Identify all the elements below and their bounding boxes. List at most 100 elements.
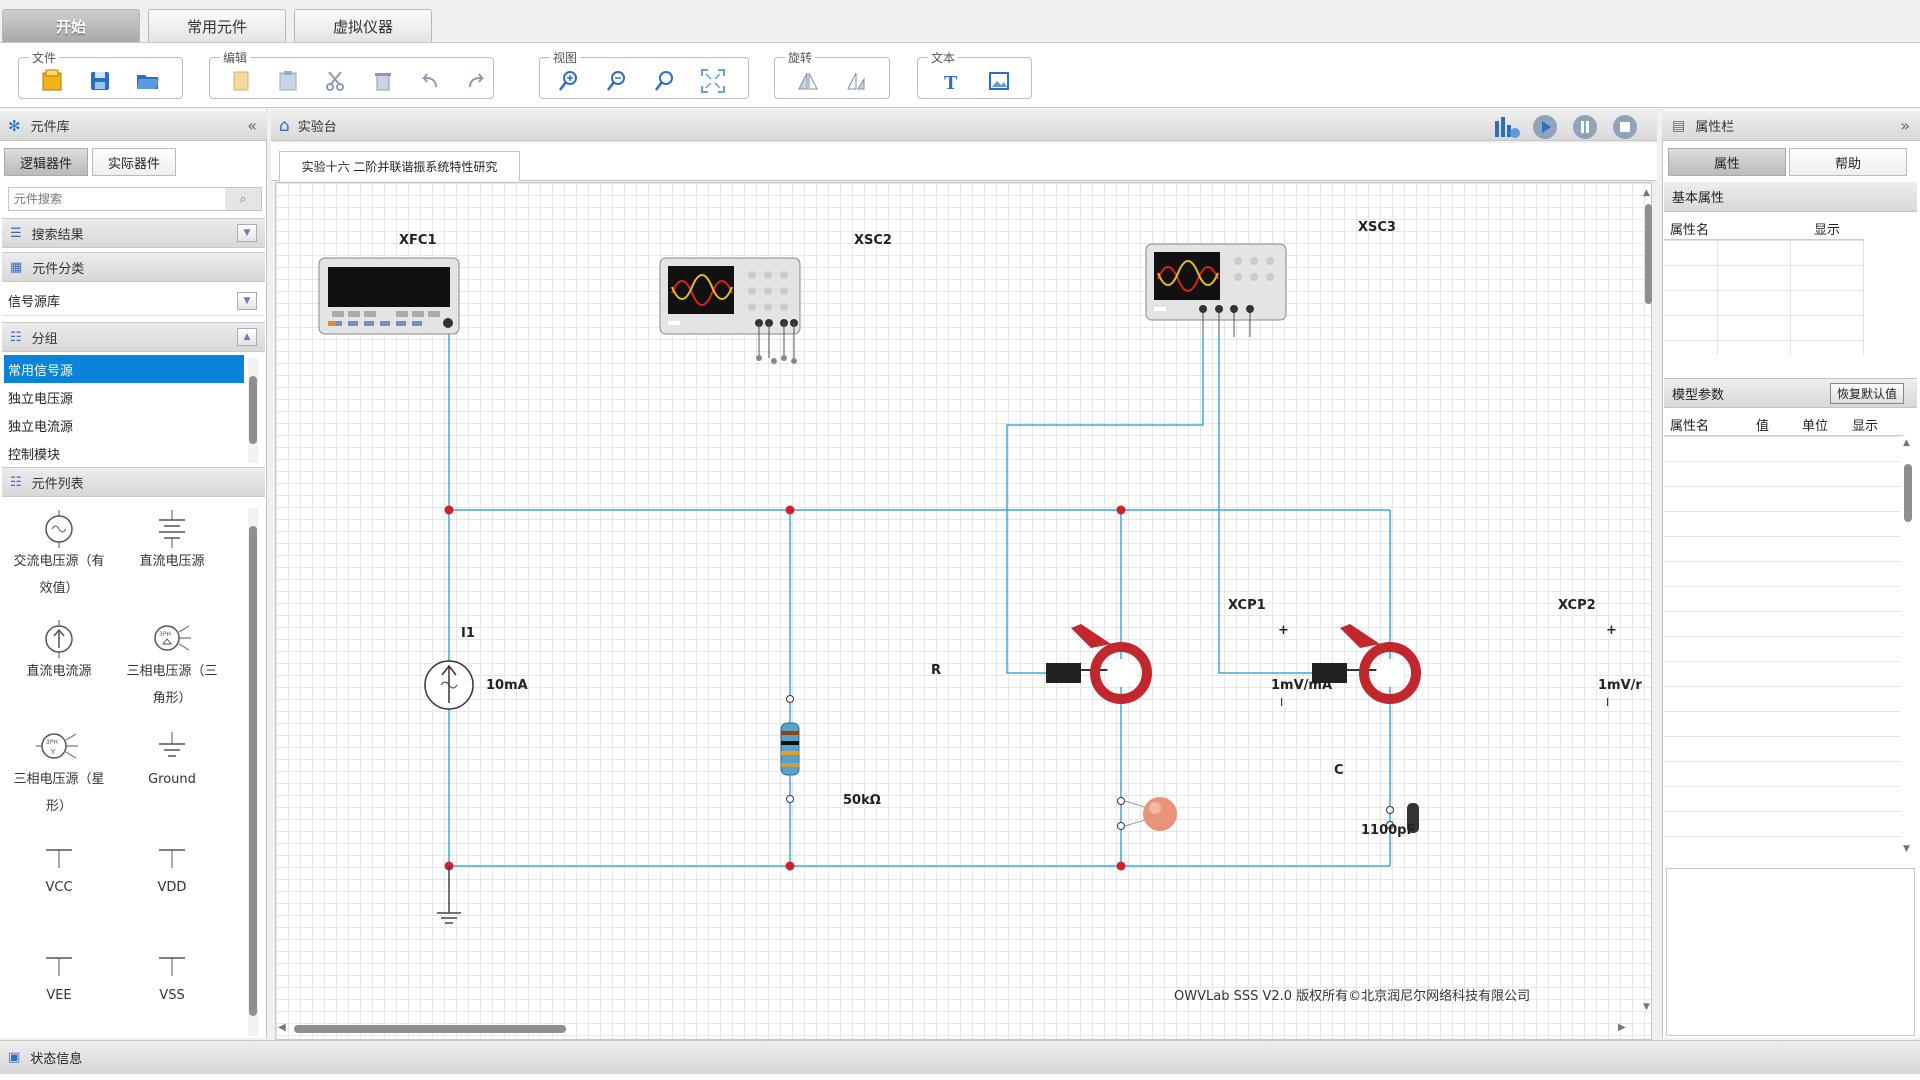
group-scrollbar[interactable] — [248, 358, 258, 463]
group-item-control-modules[interactable]: 控制模块 — [8, 447, 61, 463]
scroll-down-icon[interactable]: ▼ — [1643, 1002, 1650, 1012]
circuit-schematic[interactable] — [276, 183, 1652, 1040]
fit-view-icon[interactable] — [700, 68, 726, 94]
zoom-in-icon[interactable] — [556, 68, 582, 94]
search-results-title: 搜索结果 — [31, 227, 84, 243]
tab-virtual-instruments[interactable]: 虚拟仪器 — [294, 9, 432, 42]
component-value: 10mA — [486, 678, 528, 693]
group-header[interactable]: ☷ 分组 ▲ — [2, 322, 265, 352]
svg-text:Y: Y — [50, 748, 56, 756]
delete-icon[interactable] — [370, 68, 396, 94]
canvas-horizontal-thumb[interactable] — [294, 1025, 566, 1033]
vee-icon — [46, 957, 72, 976]
canvas-vertical-scrollbar[interactable]: ▲ ▼ — [1642, 186, 1654, 1020]
rotate-group-title: 旋转 — [785, 49, 816, 66]
capacitor-c[interactable] — [1117, 797, 1178, 831]
component-vdd[interactable]: VDD — [117, 836, 227, 901]
tab-start[interactable]: 开始 — [2, 9, 140, 42]
rotate-group: 旋转 — [774, 49, 890, 99]
ribbon-toolbar: 文件 编辑 视图 — [0, 42, 1920, 108]
chevron-down-icon[interactable]: ▼ — [237, 292, 257, 310]
canvas-horizontal-scrollbar[interactable]: ◀ ▶ — [278, 1022, 1632, 1036]
component-vss[interactable]: VSS — [117, 944, 227, 1009]
current-probe-xcp2[interactable] — [1312, 624, 1421, 704]
copy-icon[interactable] — [228, 68, 254, 94]
vss-icon — [159, 957, 185, 976]
component-vee[interactable]: VEE — [4, 944, 114, 1009]
component-three-phase-delta[interactable]: 3PH 三相电压源（三 角形） — [117, 620, 227, 712]
oscilloscope-xsc2[interactable] — [659, 257, 801, 364]
cut-icon[interactable] — [322, 68, 348, 94]
open-folder-icon[interactable] — [135, 68, 161, 94]
polarity-plus: + — [1278, 623, 1289, 638]
current-source-i1[interactable] — [424, 660, 474, 710]
circuit-canvas[interactable]: XFC1 XSC2 XSC3 I1 10mA R 50kΩ C 1100pF X… — [275, 182, 1652, 1040]
subtab-logic-devices[interactable]: 逻辑器件 — [4, 148, 88, 176]
save-file-icon[interactable] — [87, 68, 113, 94]
column-header: 值 — [1756, 419, 1770, 434]
briefcase-icon: ▣ — [8, 1050, 21, 1065]
run-simulation-icon[interactable] — [1532, 114, 1558, 144]
component-ac-voltage-source[interactable]: 交流电压源（有 效值） — [4, 510, 114, 602]
tab-common-components[interactable]: 常用元件 — [148, 9, 286, 42]
zoom-out-icon[interactable] — [604, 68, 630, 94]
scroll-right-icon[interactable]: ▶ — [1618, 1022, 1626, 1033]
scroll-up-icon[interactable]: ▲ — [1643, 188, 1650, 198]
simulation-settings-icon[interactable] — [1493, 115, 1521, 143]
scroll-down-icon[interactable]: ▼ — [1903, 844, 1910, 854]
collapse-left-icon[interactable]: « — [247, 116, 257, 135]
document-tab[interactable]: 实验十六 二阶并联谐振系统特性研究 — [279, 151, 520, 181]
undo-icon[interactable] — [417, 68, 443, 94]
capacitor-partial[interactable] — [1386, 803, 1420, 833]
new-file-icon[interactable] — [39, 68, 65, 94]
oscilloscope-xsc3[interactable] — [1145, 243, 1287, 337]
model-params-scrollbar-thumb[interactable] — [1904, 464, 1912, 522]
canvas-vertical-thumb[interactable] — [1645, 204, 1652, 304]
group-item-current-sources[interactable]: 独立电流源 — [8, 419, 74, 435]
redo-icon[interactable] — [463, 68, 489, 94]
component-label: Ground — [148, 772, 196, 787]
category-select[interactable]: 信号源库 ▼ — [2, 286, 265, 316]
component-list-scrollbar[interactable] — [248, 508, 258, 1036]
scroll-up-icon[interactable]: ▲ — [1903, 438, 1910, 448]
category-select-value: 信号源库 — [8, 295, 61, 310]
chevron-down-icon[interactable]: ▼ — [237, 224, 257, 242]
function-generator-xfc1[interactable] — [318, 257, 460, 335]
search-results-header[interactable]: ☰ 搜索结果 ▼ — [2, 218, 265, 248]
insert-image-icon[interactable] — [986, 68, 1012, 94]
group-scrollbar-thumb[interactable] — [249, 376, 257, 444]
component-search-input[interactable] — [9, 188, 227, 210]
stop-simulation-icon[interactable] — [1612, 114, 1638, 144]
svg-text:3PH: 3PH — [46, 739, 58, 746]
tab-help[interactable]: 帮助 — [1789, 148, 1907, 176]
component-list-scrollbar-thumb[interactable] — [249, 526, 257, 1016]
flip-vertical-icon[interactable] — [843, 68, 869, 94]
group-item-voltage-sources[interactable]: 独立电压源 — [8, 391, 74, 407]
column-header: 显示 — [1852, 419, 1879, 434]
tab-properties[interactable]: 属性 — [1668, 148, 1786, 176]
collapse-right-icon[interactable]: » — [1900, 116, 1910, 135]
component-label: 三相电压源（星 — [13, 772, 105, 787]
pause-simulation-icon[interactable] — [1572, 114, 1598, 144]
group-item-common-sources[interactable]: 常用信号源 — [4, 355, 244, 383]
scroll-left-icon[interactable]: ◀ — [278, 1022, 286, 1033]
current-probe-xcp1[interactable] — [1046, 624, 1152, 704]
component-dc-voltage-source[interactable]: 直流电压源 — [117, 510, 227, 575]
component-dc-current-source[interactable]: 直流电流源 — [4, 620, 114, 685]
search-icon[interactable]: ⌕ — [225, 188, 261, 210]
component-vcc[interactable]: VCC — [4, 836, 114, 901]
text-tool-icon[interactable]: T — [938, 68, 964, 94]
chevron-up-icon[interactable]: ▲ — [237, 328, 257, 346]
component-ground[interactable]: Ground — [117, 728, 227, 793]
restore-default-button[interactable]: 恢复默认值 — [1830, 383, 1905, 404]
resistor-r[interactable] — [780, 695, 800, 803]
flip-horizontal-icon[interactable] — [795, 68, 821, 94]
model-params-scrollbar[interactable]: ▲ ▼ — [1902, 438, 1914, 860]
component-label: I1 — [461, 626, 475, 641]
edit-group-title: 编辑 — [220, 49, 251, 66]
model-params-grid — [1664, 436, 1900, 860]
subtab-real-devices[interactable]: 实际器件 — [92, 148, 176, 176]
paste-icon[interactable] — [275, 68, 301, 94]
zoom-reset-icon[interactable] — [652, 68, 678, 94]
